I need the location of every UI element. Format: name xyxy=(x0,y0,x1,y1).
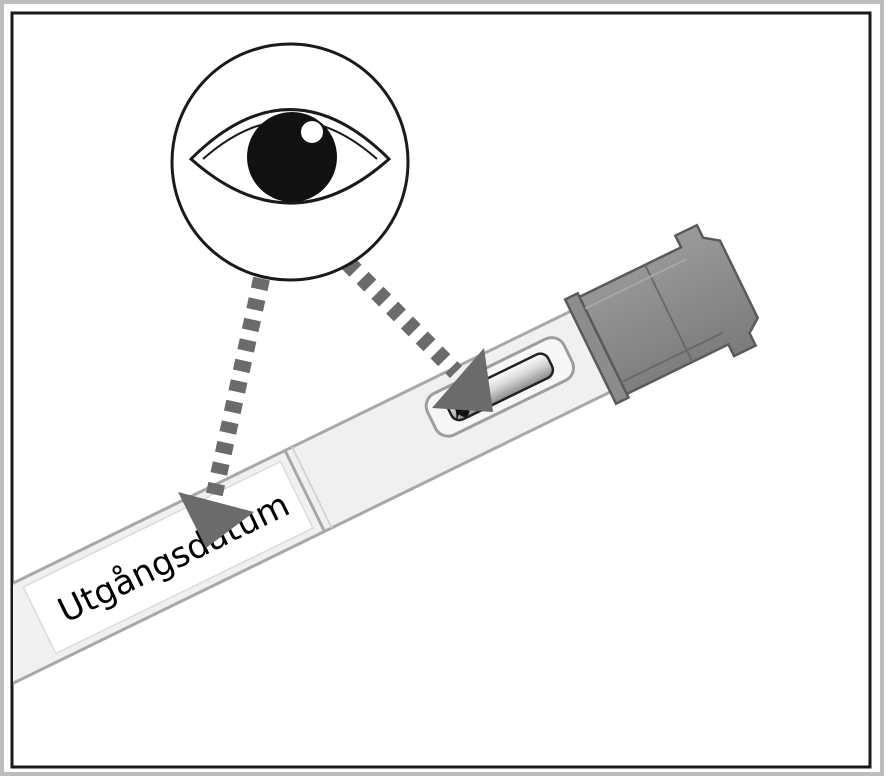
eye-icon xyxy=(170,42,410,282)
eye-pupil xyxy=(247,112,337,202)
dotted-arrow-to-window xyxy=(326,242,493,412)
dotted-arrow-to-label xyxy=(178,256,275,548)
pen-joint xyxy=(283,449,326,533)
pen-cap xyxy=(563,223,760,406)
